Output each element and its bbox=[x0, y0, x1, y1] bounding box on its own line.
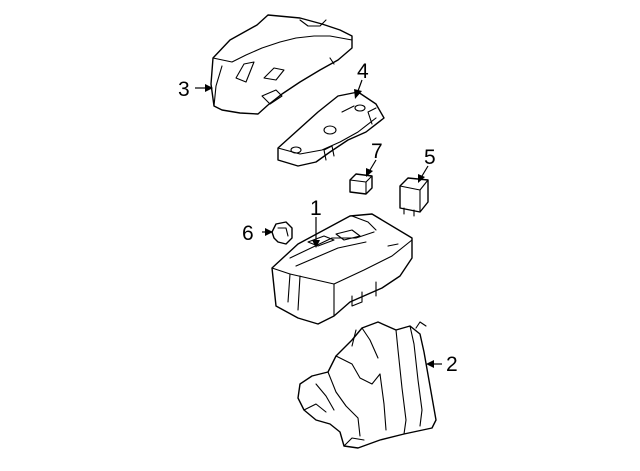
callout-3: 3 bbox=[178, 78, 190, 101]
callout-5: 5 bbox=[424, 146, 436, 169]
cover-part-3 bbox=[210, 14, 353, 115]
relay-part-7 bbox=[349, 173, 373, 195]
leader-part-3 bbox=[195, 84, 213, 92]
callout-1: 1 bbox=[310, 197, 322, 220]
leader-part-6 bbox=[262, 228, 273, 236]
leader-part-2 bbox=[426, 360, 442, 368]
callout-4: 4 bbox=[357, 60, 369, 83]
leader-part-7 bbox=[366, 159, 377, 177]
leader-part-4 bbox=[354, 79, 363, 99]
callout-2: 2 bbox=[446, 353, 458, 376]
cover-part-4 bbox=[277, 91, 385, 167]
callout-7: 7 bbox=[371, 140, 383, 163]
leader-part-5 bbox=[418, 165, 429, 183]
callout-6: 6 bbox=[242, 222, 254, 245]
relay-part-5 bbox=[399, 177, 429, 217]
clip-part-6 bbox=[271, 221, 293, 245]
bracket-part-2 bbox=[297, 321, 437, 449]
fuse-block-part-1 bbox=[271, 213, 413, 325]
leader-part-1 bbox=[312, 217, 320, 248]
